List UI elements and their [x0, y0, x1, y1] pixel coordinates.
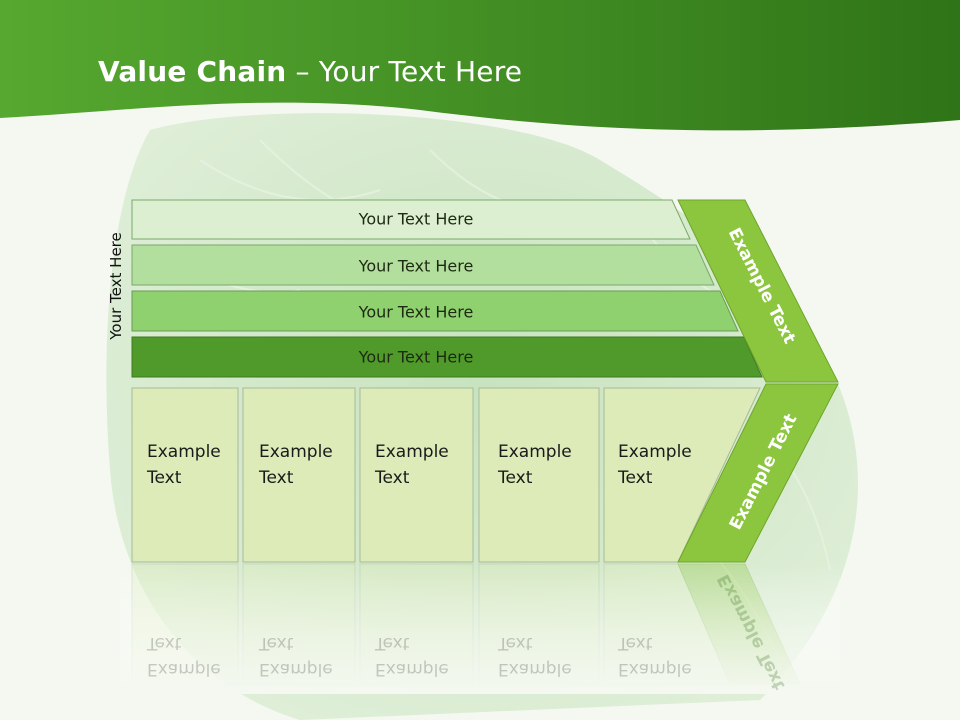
title-rest: – Your Text Here [286, 55, 523, 88]
bar-label-4: Your Text Here [358, 347, 474, 367]
page-title: Value Chain – Your Text Here [98, 55, 522, 88]
column-label-4: Example Text [498, 442, 572, 488]
bar-label-2: Your Text Here [358, 256, 474, 276]
column-label-3: Example Text [375, 442, 449, 488]
column-box-2 [242, 387, 356, 563]
title-bold: Value Chain [98, 55, 287, 88]
vertical-side-label: Your Text Here [107, 232, 125, 340]
column-box-1 [131, 387, 239, 563]
column-label-reflection-3: Example Text [375, 633, 449, 679]
bar-shape-1 [131, 199, 691, 240]
chevron-lower-segment [677, 383, 839, 563]
bar-label-1: Your Text Here [358, 209, 474, 229]
column-label-reflection-4: Example Text [498, 633, 572, 679]
bar-shape-4 [131, 336, 763, 378]
column-box-3 [359, 387, 474, 563]
bar-shape-3 [131, 290, 739, 332]
chevron-upper-segment [677, 199, 839, 383]
column-label-reflection-2: Example Text [259, 633, 333, 679]
column-box-4 [478, 387, 600, 563]
column-label-reflection-1: Example Text [147, 633, 221, 679]
bar-label-3: Your Text Here [358, 302, 474, 322]
column-label-1: Example Text [147, 442, 221, 488]
bar-shape-2 [131, 244, 715, 286]
column-label-5: Example Text [618, 442, 692, 488]
column-label-reflection-5: Example Text [618, 633, 692, 679]
header-band [0, 0, 960, 131]
column-label-2: Example Text [259, 442, 333, 488]
